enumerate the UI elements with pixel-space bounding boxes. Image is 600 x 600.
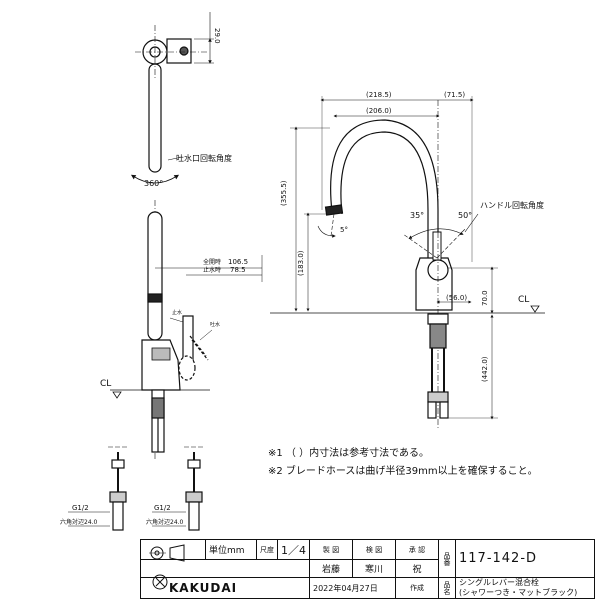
g-right-label: G1/2 (154, 504, 171, 512)
seizu-name: 岩藤 (309, 559, 353, 578)
hinban-value: 117-142-D (455, 539, 595, 578)
zenkai-value: 106.5 (228, 258, 248, 266)
product-name-line1: シングルレバー混合栓 (459, 578, 539, 587)
hinmei-label: 品名 (438, 577, 456, 599)
hex-right-label: 六角対辺24.0 (146, 518, 184, 526)
product-name-line2: (シャワーつき・マットブラック) (459, 588, 578, 597)
brand-cell (140, 559, 310, 578)
dim-29-label: 29.0 (213, 28, 221, 44)
angle-35-label: 35° (410, 211, 424, 220)
kenzu-label: 検 図 (352, 539, 396, 560)
zenkai-label: 全開時 (203, 258, 221, 266)
top-view (130, 12, 214, 184)
unit-label: 単位mm (205, 539, 257, 560)
seizu-label: 製 図 (309, 539, 353, 560)
shisui-label: 止水時 (203, 266, 221, 274)
dim-183-label: (183.0) (297, 250, 305, 276)
scale-label: 尺度 (256, 539, 278, 560)
note-1: ※1 （ ）内寸法は参考寸法である。 (268, 448, 429, 459)
shounin-name: 祝 (395, 559, 439, 578)
spout-rotation-label: 吐水口回転角度 (176, 153, 232, 163)
projection-cell (140, 539, 206, 560)
brand-name: KAKUDAI (140, 577, 310, 599)
dim-70-label: 70.0 (481, 290, 489, 306)
dim-218-label: (218.5) (366, 91, 392, 99)
shisui-value: 78.5 (230, 266, 246, 274)
spout-angle-label: 5° (340, 226, 348, 234)
g-left-label: G1/2 (72, 504, 89, 512)
hex-left-label: 六角対辺24.0 (60, 518, 98, 526)
dim-355-label: (355.5) (280, 180, 288, 206)
date-value: 2022年04月27日 (309, 577, 396, 599)
scale-value: 1／4 (277, 539, 310, 560)
tosui-position-label: 吐水 (210, 321, 220, 328)
front-view (68, 200, 263, 531)
sakusei-label: 作成 (395, 577, 439, 599)
shisui-position-label: 止水 (172, 309, 182, 316)
dim-71-label: (71.5) (444, 91, 465, 99)
handle-rotation-label: ハンドル回転角度 (480, 200, 544, 210)
kenzu-name: 寒川 (352, 559, 396, 578)
front-cl-label: CL (100, 379, 111, 389)
dim-206-label: (206.0) (366, 107, 392, 115)
dim-56-label: (56.0) (446, 294, 467, 302)
angle-50-label: 50° (458, 211, 472, 220)
note-2: ※2 ブレードホースは曲げ半径39mm以上を確保すること。 (268, 466, 538, 477)
side-cl-label: CL (518, 295, 529, 305)
spout-rotation-angle: 360° (144, 179, 163, 188)
title-block: 単位mm 尺度 1／4 製 図 検 図 承 認 品番 117-142-D 岩藤 … (140, 539, 595, 599)
hinban-label: 品番 (438, 539, 456, 578)
dim-442-label: (442.0) (481, 356, 489, 382)
side-view (270, 96, 545, 430)
shounin-label: 承 認 (395, 539, 439, 560)
